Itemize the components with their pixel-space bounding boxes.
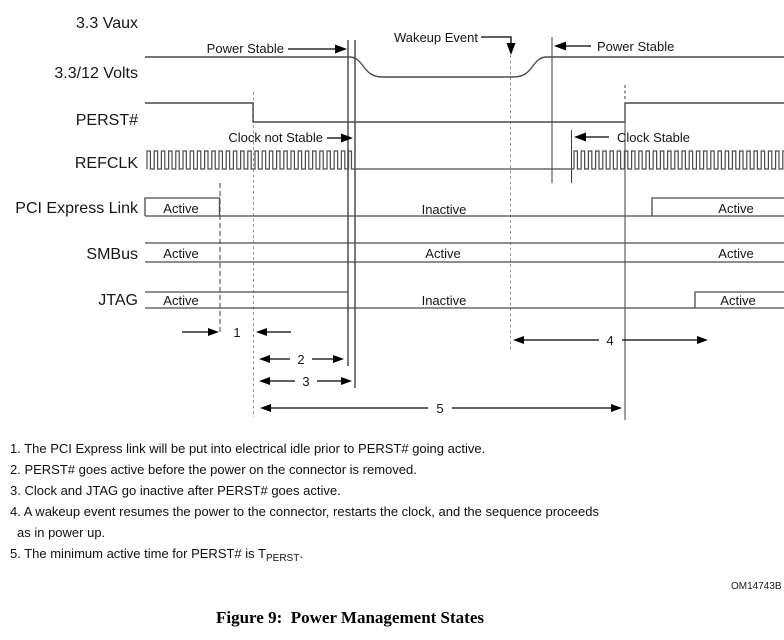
power-stable-right-label: Power Stable bbox=[597, 39, 674, 54]
dim3-label: 3 bbox=[302, 374, 309, 389]
footnote-4: 4. A wakeup event resumes the power to t… bbox=[10, 504, 599, 519]
figure-caption: Figure 9: Power Management States bbox=[215, 608, 484, 627]
jtag-waveform bbox=[145, 291, 784, 309]
pcie-state-right: Active bbox=[718, 201, 753, 216]
perst-waveform bbox=[145, 102, 784, 123]
down-arrowhead-icon bbox=[506, 43, 516, 55]
pcie-state-mid: Inactive bbox=[422, 202, 467, 217]
right-arrowhead-icon bbox=[335, 44, 347, 54]
left-arrowhead-icon bbox=[554, 41, 566, 51]
signal-label-pcie: PCI Express Link bbox=[15, 200, 139, 217]
left-arrowhead-icon bbox=[259, 377, 270, 385]
left-arrowhead-icon bbox=[259, 355, 270, 363]
signal-label-volts: 3.3/12 Volts bbox=[54, 65, 138, 82]
pcie-link-waveform bbox=[144, 197, 784, 217]
wakeup-event-label: Wakeup Event bbox=[394, 30, 478, 45]
right-arrowhead-icon bbox=[333, 355, 344, 363]
jtag-state-right: Active bbox=[720, 293, 755, 308]
footnotes: 1. The PCI Express link will be put into… bbox=[10, 438, 599, 569]
left-arrowhead-icon bbox=[260, 404, 271, 412]
refclk-waveform bbox=[146, 150, 784, 170]
dim1-label: 1 bbox=[233, 325, 240, 340]
smbus-state-left: Active bbox=[163, 246, 198, 261]
right-arrowhead-icon bbox=[341, 133, 353, 143]
signal-label-smbus: SMBus bbox=[86, 246, 138, 263]
clock-not-stable-label: Clock not Stable bbox=[228, 130, 323, 145]
dim2-label: 2 bbox=[297, 352, 304, 367]
smbus-state-mid: Active bbox=[425, 246, 460, 261]
jtag-state-mid: Inactive bbox=[422, 293, 467, 308]
footnote-5-text: 5. The minimum active time for PERST# is… bbox=[10, 546, 266, 561]
dim5-label: 5 bbox=[436, 401, 443, 416]
jtag-state-left: Active bbox=[163, 293, 198, 308]
footnote-5: 5. The minimum active time for PERST# is… bbox=[10, 543, 599, 569]
clock-stable-label: Clock Stable bbox=[617, 130, 690, 145]
smbus-state-right: Active bbox=[718, 246, 753, 261]
left-arrowhead-icon bbox=[574, 132, 586, 142]
footnote-4-continued: as in power up. bbox=[17, 525, 106, 540]
footnote-5-period: . bbox=[299, 546, 303, 561]
wakeup-event-arrow bbox=[481, 36, 512, 43]
dim4-label: 4 bbox=[606, 333, 613, 348]
right-arrowhead-icon bbox=[697, 336, 708, 344]
right-arrowhead-icon bbox=[611, 404, 622, 412]
left-arrowhead-icon bbox=[513, 336, 524, 344]
signal-label-jtag: JTAG bbox=[98, 292, 138, 309]
power-stable-left-label: Power Stable bbox=[207, 41, 284, 56]
timing-diagram: 3.3 Vaux 3.3/12 Volts PERST# REFCLK PCI … bbox=[15, 15, 784, 420]
signal-label-refclk: REFCLK bbox=[75, 155, 138, 172]
pcie-state-left: Active bbox=[163, 201, 198, 216]
figure-id-code: OM14743B bbox=[731, 581, 782, 592]
footnote-1: 1. The PCI Express link will be put into… bbox=[10, 441, 486, 456]
right-arrowhead-icon bbox=[341, 377, 352, 385]
signal-label-vaux: 3.3 Vaux bbox=[76, 15, 138, 32]
left-arrowhead-icon bbox=[256, 328, 267, 336]
signal-label-perst: PERST# bbox=[76, 112, 138, 129]
footnote-3: 3. Clock and JTAG go inactive after PERS… bbox=[10, 483, 341, 498]
smbus-waveform bbox=[145, 242, 784, 263]
footnote-2: 2. PERST# goes active before the power o… bbox=[10, 462, 417, 477]
footnote-5-subscript: PERST bbox=[265, 553, 300, 564]
volts-waveform bbox=[145, 56, 784, 78]
right-arrowhead-icon bbox=[208, 328, 219, 336]
